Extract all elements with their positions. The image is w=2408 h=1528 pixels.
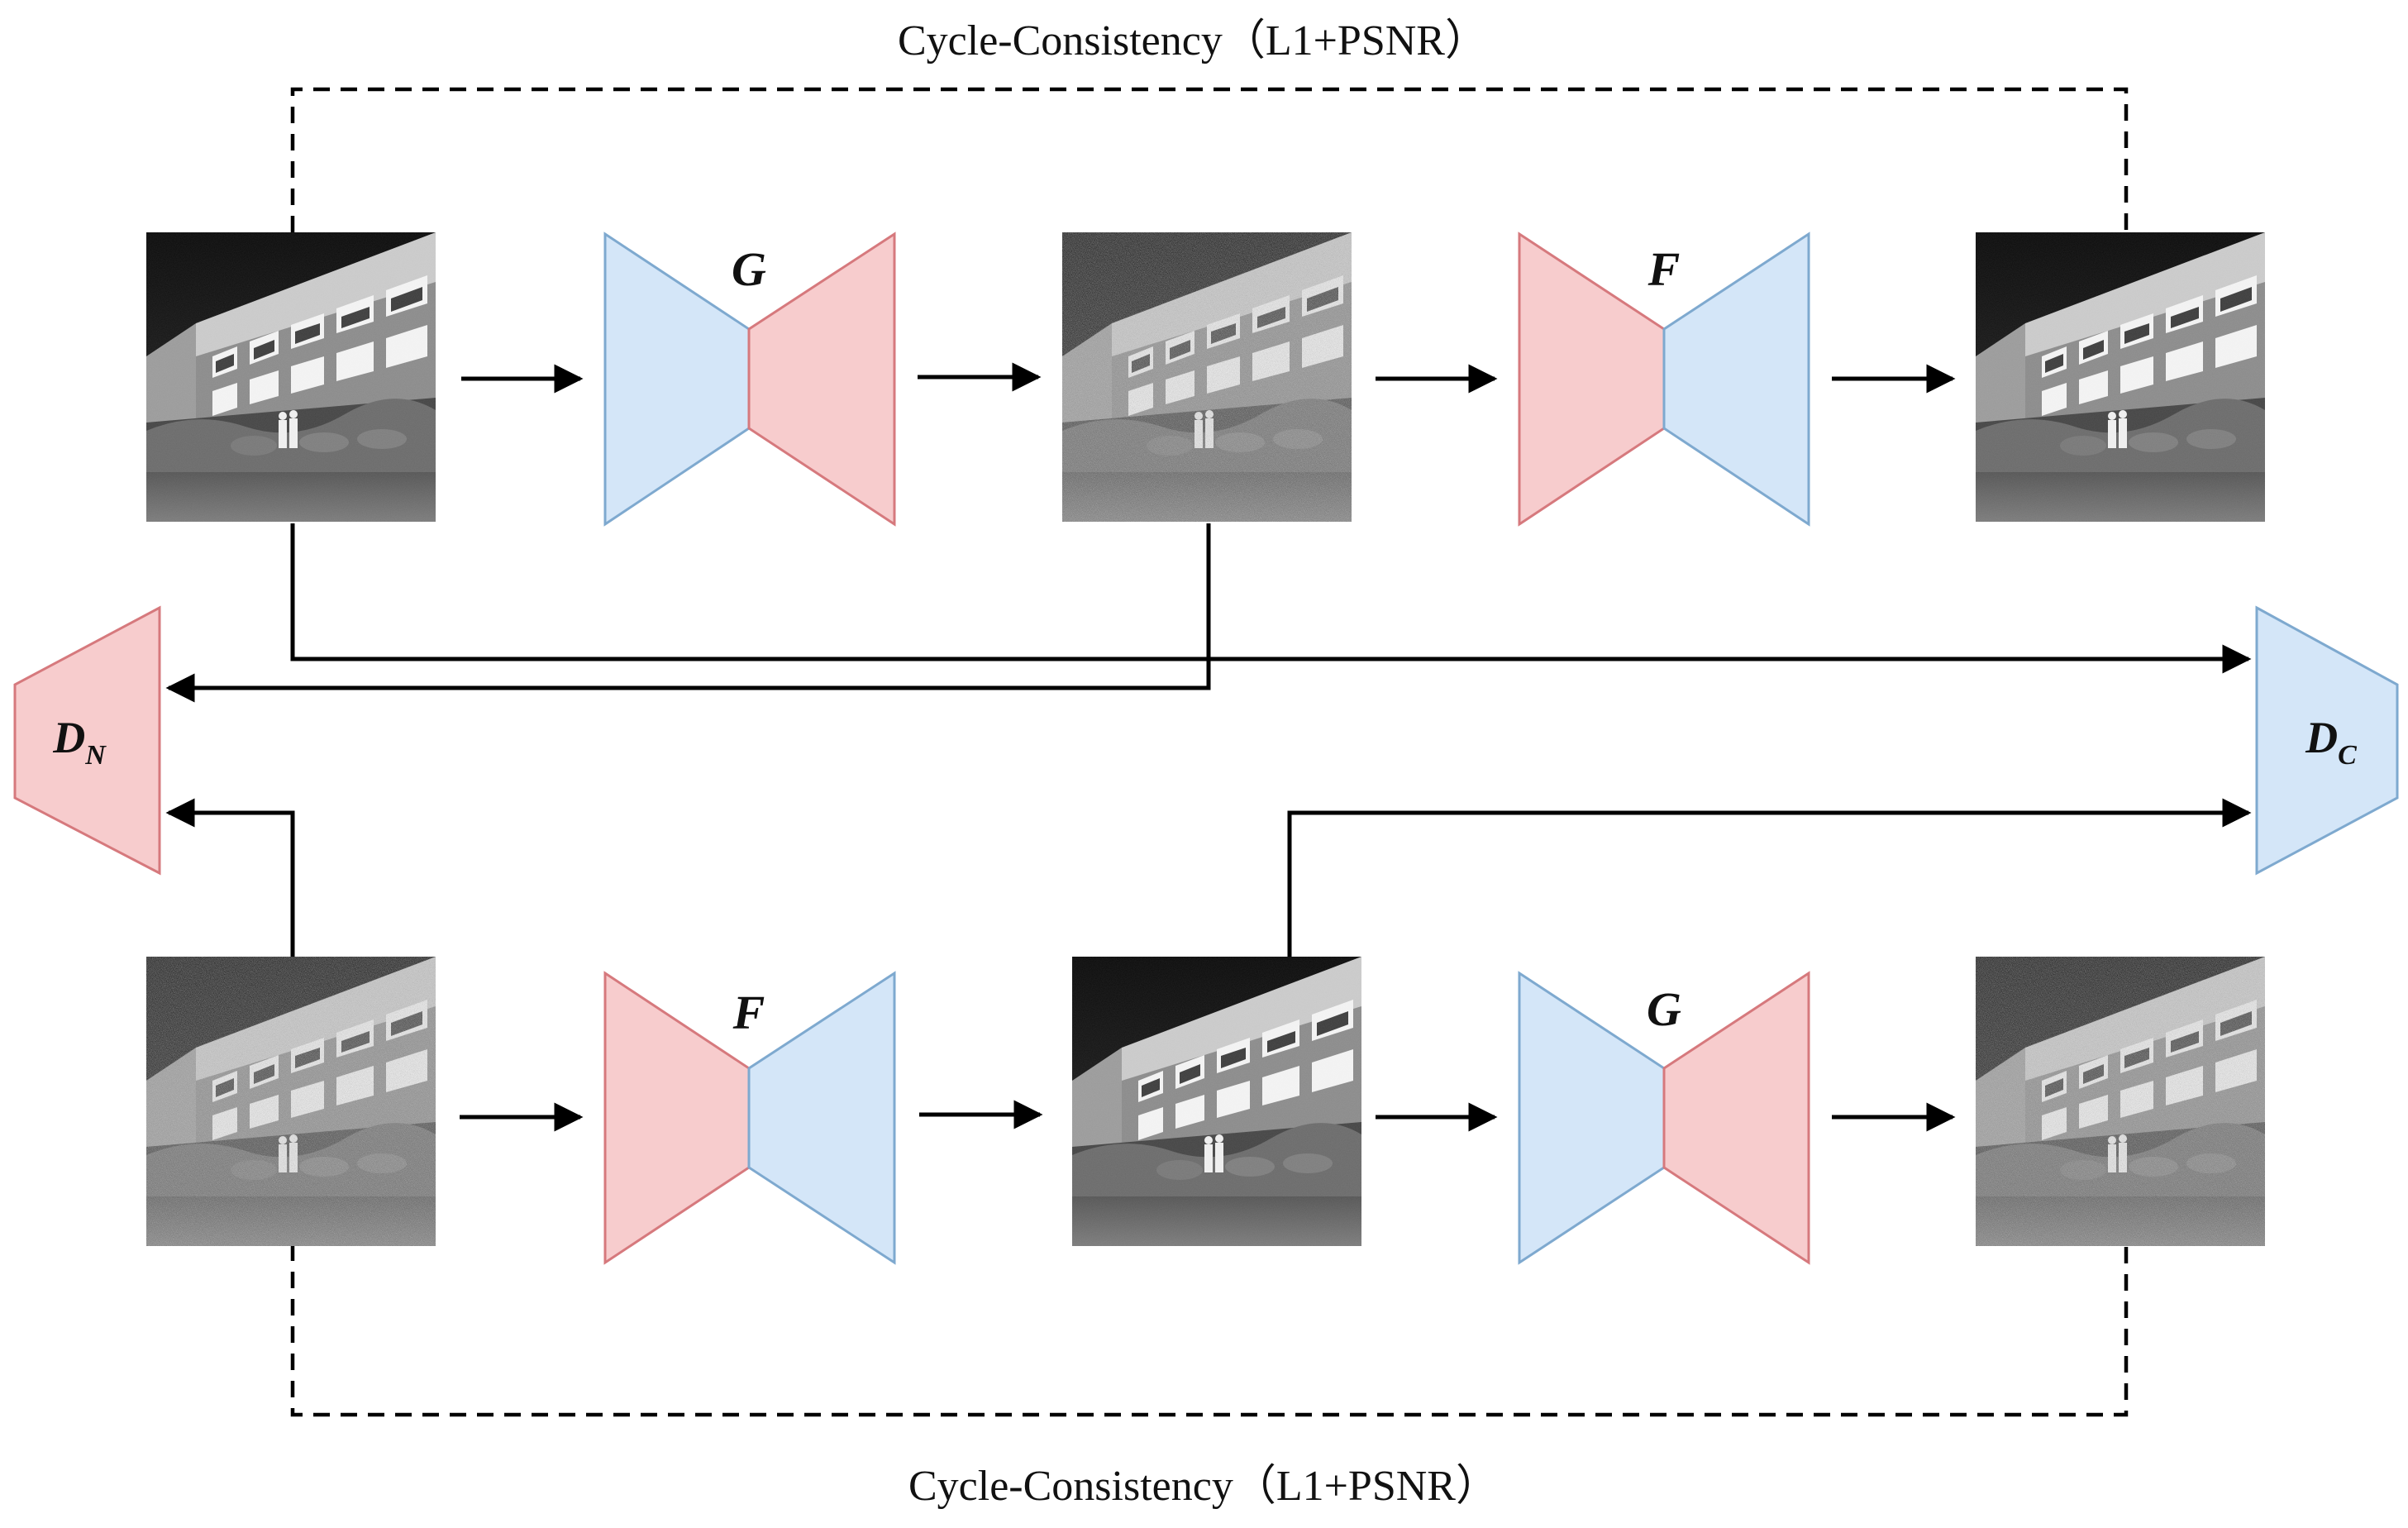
generated-noisy-to-dn bbox=[165, 523, 1211, 703]
discriminator-clean: DC bbox=[2255, 605, 2399, 876]
bottom-generator-g: G bbox=[1518, 971, 1810, 1265]
bottom-generated-clean-image bbox=[1072, 957, 1361, 1246]
bottom-generator-f: F bbox=[603, 971, 896, 1265]
bottom-input-noisy-image bbox=[146, 957, 436, 1246]
top-generator-f: F bbox=[1518, 232, 1810, 527]
top-generator-f-label: F bbox=[1647, 242, 1681, 296]
top-cycle-consistency-label: Cycle-Consistency（L1+PSNR） bbox=[898, 17, 1488, 64]
top-input-clean-image bbox=[146, 232, 436, 522]
bottom-cycle-consistency-label: Cycle-Consistency（L1+PSNR） bbox=[908, 1463, 1499, 1510]
discriminator-noisy-label: DN bbox=[52, 713, 107, 771]
clean-input-to-dc bbox=[290, 523, 2252, 674]
top-cycle-loss-path bbox=[290, 87, 2129, 232]
top-generated-noisy-image bbox=[1062, 232, 1352, 522]
top-reconstructed-clean-image bbox=[1976, 232, 2265, 522]
discriminator-noisy: DN bbox=[13, 605, 161, 876]
bottom-cycle-loss-path bbox=[290, 1244, 2129, 1417]
bottom-reconstructed-noisy-image bbox=[1976, 957, 2265, 1246]
noisy-input-to-dn bbox=[165, 798, 295, 958]
top-generator-g: G bbox=[603, 232, 896, 527]
bottom-generator-g-label: G bbox=[1647, 982, 1681, 1036]
generated-clean-to-dc bbox=[1287, 798, 2252, 958]
discriminator-clean-label: DC bbox=[2305, 713, 2357, 771]
top-generator-g-label: G bbox=[732, 242, 766, 296]
bottom-generator-f-label: F bbox=[732, 986, 765, 1039]
